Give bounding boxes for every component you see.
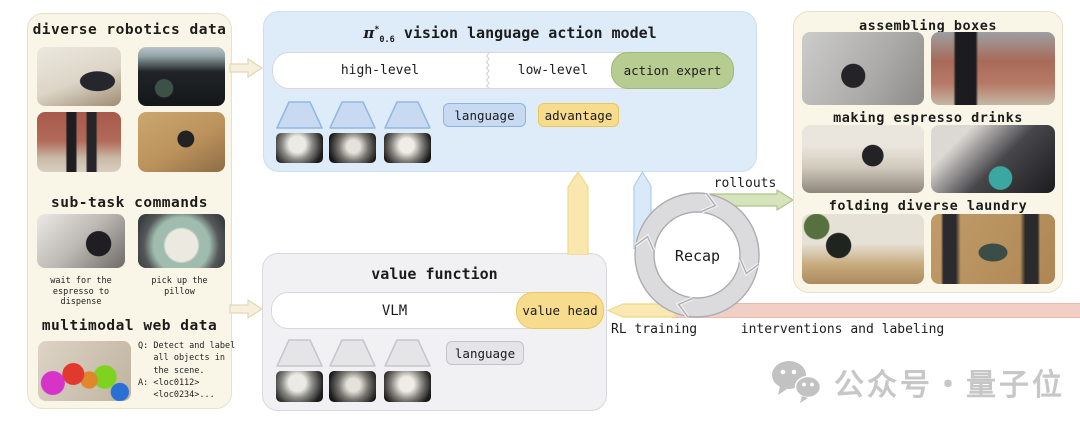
low-level-label: low-level — [517, 63, 589, 78]
value-head-pill: value head — [516, 292, 604, 329]
web-qa-text: Q: Detect and label all objects in the s… — [138, 341, 236, 401]
image-token-trapezoid — [329, 101, 376, 129]
vla-model-box: π*0.6 vision language action model high-… — [263, 11, 757, 172]
evaluation-tasks-panel: assembling boxes making espresso drinks … — [793, 11, 1063, 293]
value-function-box: value function VLM value head language — [262, 253, 607, 411]
rl-training-arrow — [606, 303, 676, 318]
camera-view-thumb — [384, 133, 431, 163]
robot-brick-photo — [37, 112, 121, 172]
training-data-panel: diverse robotics data sub-task commands … — [27, 13, 236, 409]
data-to-value-arrow — [229, 299, 264, 319]
camera-view-thumb — [384, 371, 431, 402]
espresso-drinks-photo — [802, 125, 924, 193]
language-chip: language — [443, 103, 526, 127]
camera-view-thumb — [329, 133, 376, 163]
watermark-text: 公众号・量子位 — [834, 368, 1065, 403]
robot-box-photo — [138, 112, 225, 172]
interventions-label: interventions and labeling — [740, 322, 945, 337]
pi-superscript: * — [374, 25, 380, 35]
bedroom-fisheye-photo — [138, 214, 225, 268]
value-function-title: value function — [371, 265, 498, 283]
recap-cycle-ring — [634, 192, 760, 318]
rollouts-label: rollouts — [713, 176, 777, 191]
camera-view-thumb — [276, 371, 323, 402]
robotics-data-title: diverse robotics data — [32, 22, 227, 38]
image-token-trapezoid — [384, 101, 431, 129]
zigzag-divider — [485, 53, 490, 88]
language-chip: language — [446, 341, 524, 365]
camera-view-thumb — [276, 133, 323, 163]
espresso-drinks-title: making espresso drinks — [833, 110, 1023, 126]
multimodal-web-title: multimodal web data — [41, 318, 218, 334]
rl-training-label: RL training — [611, 322, 698, 337]
assembling-boxes-photo — [802, 32, 924, 105]
object-detection-photo — [38, 341, 131, 401]
image-token-trapezoid — [329, 339, 376, 367]
assembling-boxes-title: assembling boxes — [858, 18, 998, 34]
laundry-title: folding diverse laundry — [828, 198, 1028, 214]
watermark: 公众号・量子位 — [770, 360, 1065, 404]
laundry-photo — [931, 214, 1055, 284]
action-expert-pill: action expert — [611, 52, 734, 89]
image-token-trapezoid — [276, 101, 323, 129]
camera-view-thumb — [329, 371, 376, 402]
pi-symbol: π — [363, 24, 375, 42]
advantage-chip: advantage — [538, 103, 619, 127]
robot-dark-table-photo — [138, 47, 225, 106]
data-to-model-arrow — [229, 58, 264, 78]
vlm-bar: VLM value head — [271, 292, 604, 329]
backbone-bar: high-level low-level action expert — [272, 52, 734, 89]
image-token-trapezoid — [384, 339, 431, 367]
interventions-band — [672, 303, 1080, 318]
laundry-photo — [802, 214, 924, 284]
model-title: π*0.6 vision language action model — [264, 24, 756, 45]
assembling-boxes-photo — [931, 32, 1055, 105]
pi-subscript: 0.6 — [379, 35, 395, 45]
high-level-label: high-level — [340, 63, 420, 78]
recap-label: Recap — [674, 246, 721, 265]
espresso-machine-photo — [37, 214, 125, 268]
subtask-caption: wait for the espresso to dispense — [50, 276, 112, 308]
espresso-drinks-photo — [931, 125, 1055, 193]
vlm-label: VLM — [381, 302, 408, 319]
image-token-trapezoid — [276, 339, 323, 367]
model-title-text: vision language action model — [403, 24, 657, 42]
advantage-arrow — [567, 170, 589, 255]
robot-bed-photo — [37, 47, 121, 106]
subtask-caption: pick up the pillow — [151, 276, 208, 297]
subtask-commands-title: sub-task commands — [51, 195, 208, 211]
wechat-icon — [772, 361, 822, 403]
